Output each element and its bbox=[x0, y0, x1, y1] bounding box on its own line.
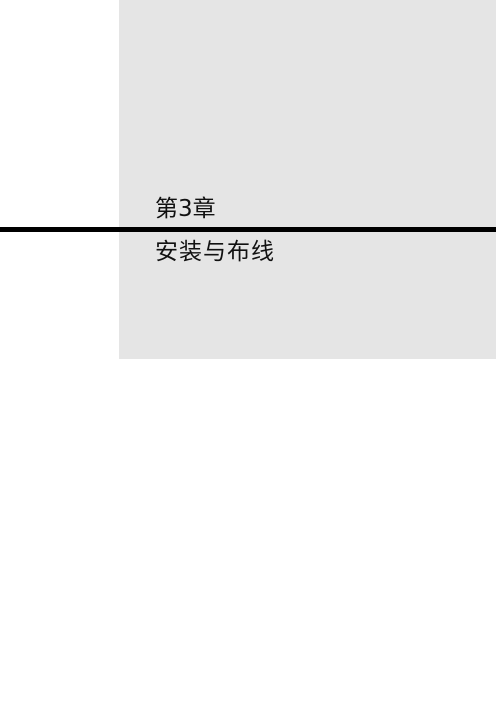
chapter-number: 第3章 bbox=[155, 196, 216, 222]
chapter-title: 安装与布线 bbox=[155, 239, 275, 265]
chapter-header-panel bbox=[119, 0, 496, 359]
divider-rule bbox=[0, 227, 496, 232]
